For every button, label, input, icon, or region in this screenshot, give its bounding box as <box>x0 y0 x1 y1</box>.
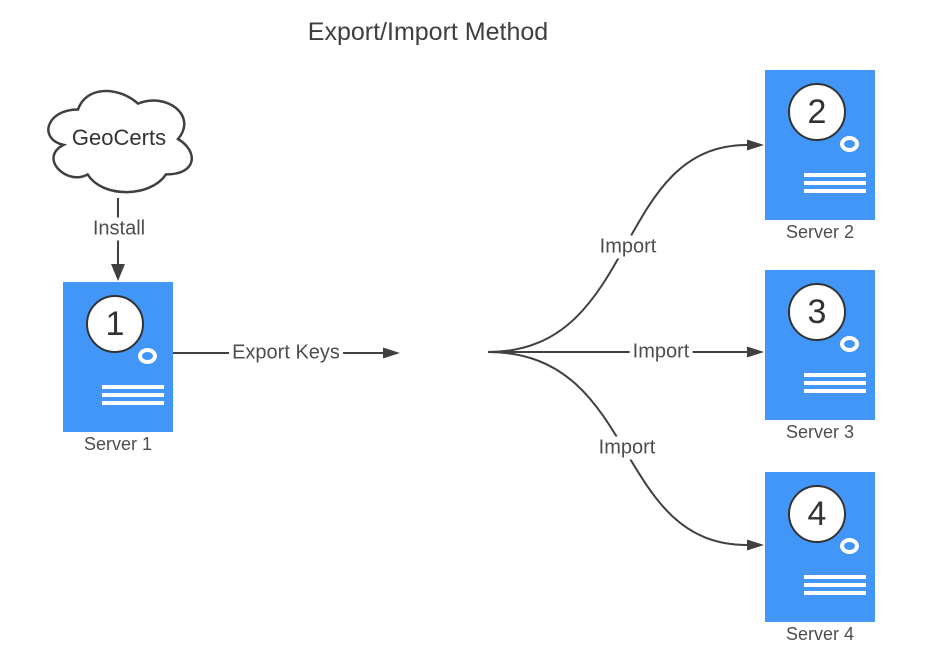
server-4-number: 4 <box>807 494 827 533</box>
server-vents-icon <box>102 385 164 409</box>
server-node-2: 2 <box>765 70 875 220</box>
server-2-number: 2 <box>807 92 827 131</box>
power-indicator-icon <box>840 538 859 554</box>
server-3-number: 3 <box>807 292 827 331</box>
cloud-icon <box>47 89 193 194</box>
power-indicator-icon <box>840 336 859 352</box>
install-edge-label: Install <box>89 217 149 241</box>
server-4-caption: Server 4 <box>785 624 855 644</box>
import-bottom-edge-label: Import <box>595 436 659 460</box>
server-vents-icon <box>804 373 866 397</box>
server-1-number-badge: 1 <box>86 295 144 353</box>
server-node-4: 4 <box>765 472 875 622</box>
geocerts-cloud-label: GeoCerts <box>71 125 167 150</box>
import-middle-arrowhead-icon <box>747 346 764 358</box>
export-keys-edge-label: Export Keys <box>229 341 343 365</box>
export-keys-arrowhead-icon <box>383 347 400 359</box>
server-3-caption: Server 3 <box>785 422 855 442</box>
server-2-caption: Server 2 <box>785 222 855 242</box>
import-top-arrowhead-icon <box>747 139 764 151</box>
power-indicator-icon <box>840 136 859 152</box>
server-vents-icon <box>804 173 866 197</box>
power-indicator-icon <box>138 348 157 364</box>
install-arrowhead-icon <box>111 264 125 281</box>
server-1-caption: Server 1 <box>83 434 153 454</box>
server-1-number: 1 <box>105 304 125 343</box>
server-4-number-badge: 4 <box>788 485 846 543</box>
server-2-number-badge: 2 <box>788 83 846 141</box>
page-title: Export/Import Method <box>307 18 549 46</box>
server-node-3: 3 <box>765 270 875 420</box>
import-top-edge-label: Import <box>596 235 660 259</box>
server-vents-icon <box>804 575 866 599</box>
server-3-number-badge: 3 <box>788 283 846 341</box>
server-node-1: 1 <box>63 282 173 432</box>
import-bottom-arrowhead-icon <box>747 539 764 551</box>
import-middle-edge-label: Import <box>629 340 693 364</box>
